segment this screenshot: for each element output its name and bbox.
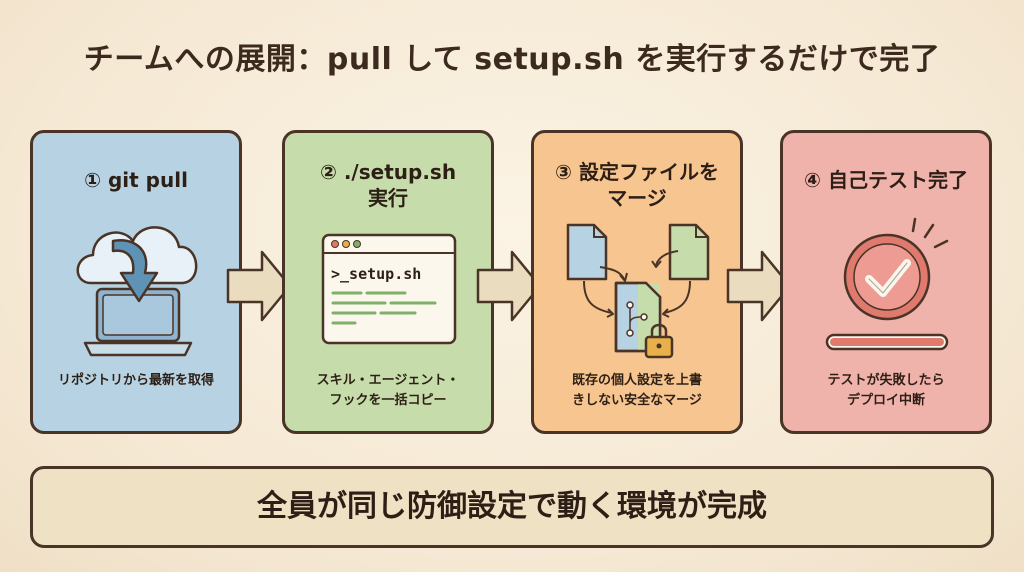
step-title-line: ③ 設定ファイルを xyxy=(555,160,719,184)
flow-arrow-icon xyxy=(726,250,792,322)
checkmark-progress-icon xyxy=(825,217,949,351)
step-title: ② ./setup.sh 実行 xyxy=(285,159,491,211)
step-card-git-pull: ① git pull リポジトリから最新を取得 xyxy=(30,130,242,434)
page-title: チームへの展開：pull して setup.sh を実行するだけで完了 xyxy=(83,42,941,77)
cloud-download-laptop-icon xyxy=(76,226,198,357)
step-title-line: ④ 自己テスト完了 xyxy=(804,168,968,192)
step-desc-line: フックを一括コピー xyxy=(329,393,447,408)
step-description: スキル・エージェント・ フックを一括コピー xyxy=(285,371,491,411)
step-desc-line: テストが失敗したら xyxy=(827,373,945,388)
terminal-command-text: >_setup.sh xyxy=(331,265,421,283)
step-card-merge-settings: ③ 設定ファイルを マージ xyxy=(531,130,743,434)
step-title: ① git pull xyxy=(33,167,239,193)
step-card-self-test: ④ 自己テスト完了 テストが失敗したら デプロイ中断 xyxy=(780,130,992,434)
terminal-window-icon: >_setup.sh xyxy=(321,233,457,345)
step-title-line: ② ./setup.sh xyxy=(319,160,457,184)
result-banner: 全員が同じ防御設定で動く環境が完成 xyxy=(30,466,994,548)
step-title-line: マージ xyxy=(607,186,667,210)
step-desc-line: きしない安全なマージ xyxy=(572,393,702,408)
step-title: ③ 設定ファイルを マージ xyxy=(534,159,740,211)
result-banner-text: 全員が同じ防御設定で動く環境が完成 xyxy=(257,489,767,524)
step-desc-line: リポジトリから最新を取得 xyxy=(57,373,214,388)
step-card-setup-sh: ② ./setup.sh 実行 >_setup.sh スキル・エージェント・ フ… xyxy=(282,130,494,434)
step-title: ④ 自己テスト完了 xyxy=(783,167,989,193)
flow-arrow-icon xyxy=(226,250,292,322)
step-description: テストが失敗したら デプロイ中断 xyxy=(783,371,989,411)
step-title-line: ① git pull xyxy=(84,168,188,192)
step-description: 既存の個人設定を上書 きしない安全なマージ xyxy=(534,371,740,411)
step-desc-line: 既存の個人設定を上書 xyxy=(571,373,702,388)
step-desc-line: デプロイ中断 xyxy=(846,393,925,408)
step-desc-line: スキル・エージェント・ xyxy=(316,373,460,388)
flow-arrow-icon xyxy=(476,250,542,322)
step-title-line: 実行 xyxy=(368,186,408,210)
file-merge-lock-icon xyxy=(566,223,710,359)
step-description: リポジトリから最新を取得 xyxy=(33,371,239,391)
